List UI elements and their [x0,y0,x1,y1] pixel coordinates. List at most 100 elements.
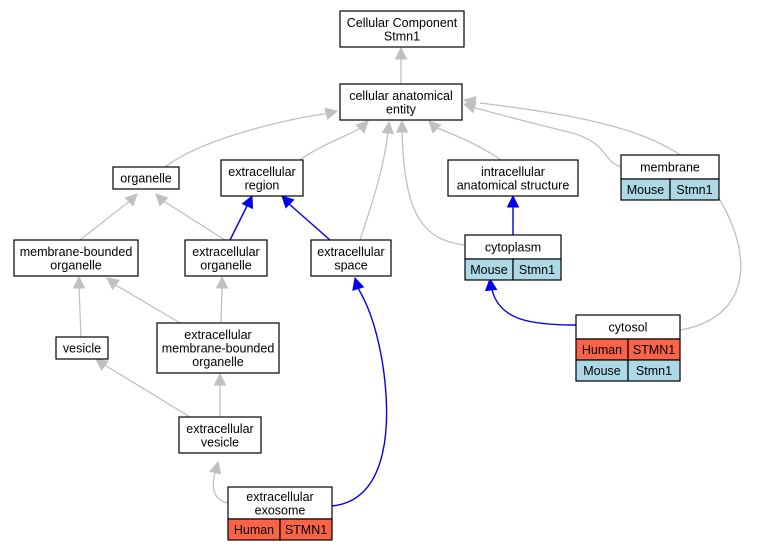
species-label: Human [582,343,622,357]
node-box [156,322,280,374]
edge-cae-to-root [394,46,408,84]
arrowhead [355,120,369,134]
node-box [184,239,268,277]
gene-cell: STMN1 [627,338,681,361]
species-cell: Mouse [464,258,514,281]
species-label: Mouse [627,183,665,197]
edge-exosome-to-ecvesicle [209,460,229,504]
node-label: membrane [640,161,700,175]
node-box [178,416,262,454]
species-cell: Mouse [575,359,629,382]
node-box [620,154,720,180]
arrowhead [428,120,442,134]
arrowhead [155,193,169,207]
node-label: extracellular [184,328,251,342]
node-label: organelle [50,258,101,272]
gene-label: STMN1 [633,343,675,357]
edge-ecvesicle-to-vesicle [95,358,191,418]
gene-cell: Stmn1 [669,178,720,201]
node-label: extracellular [192,245,259,259]
arrowhead [381,120,395,135]
edge-ecmbo-to-ecorganelle [215,275,229,324]
node-label: organelle [192,355,243,369]
node-box [310,239,392,277]
arrowhead [124,193,138,207]
node-label: extracellular [186,422,253,436]
arrowhead [506,194,520,208]
gene-label: Stmn1 [519,263,555,277]
gene-label: Stmn1 [676,183,712,197]
edge-cytosol-to-cytoplasm [484,277,577,326]
edge-exosome-to-ecspace [331,276,388,507]
node-label: membrane-bounded [20,245,133,259]
node-label: entity [386,102,417,116]
node-label: region [245,178,280,192]
node-box [112,166,180,190]
edge-ecvesicle-to-ecmbo [213,372,227,417]
edge-cytoplasm-to-intracellular [506,194,520,235]
node-label: Stmn1 [384,29,420,43]
edge-ecspace-to-ecregion [281,195,331,241]
graph-edges [72,46,742,507]
node-label: exosome [255,503,306,517]
species-cell: Mouse [620,178,671,201]
edge-intracellular-to-cae [428,120,502,161]
node-organelle[interactable]: organelle [112,166,180,190]
species-cell: Human [575,338,629,361]
node-box [447,159,579,197]
species-label: Human [234,523,274,537]
edge-cytoplasm-to-cae [395,119,466,246]
node-label: vesicle [201,435,239,449]
node-label: intracellular [481,165,545,179]
node-label: extracellular [246,490,313,504]
arrowhead [395,119,409,133]
gene-label: STMN1 [285,523,327,537]
node-label: membrane-bounded [162,342,275,356]
arrowhead [324,107,339,120]
species-cell: Human [227,518,281,541]
node-box [13,239,139,277]
node-label: cytoplasm [485,241,541,255]
node-vesicle[interactable]: vesicle [55,336,109,360]
node-box [339,10,465,48]
node-box [55,336,109,360]
arrowhead [72,275,86,289]
edge-ecmbo-to-mbo [106,277,181,324]
arrowhead [484,277,498,292]
arrowhead [213,372,227,386]
gene-cell: STMN1 [279,518,333,541]
node-box [220,159,304,197]
arrowhead [394,46,408,60]
edge-ecregion-to-cae [299,120,369,161]
node-label: vesicle [63,342,101,356]
gene-label: Stmn1 [636,364,672,378]
node-label: organelle [120,172,171,186]
node-box [464,234,562,260]
arrowhead [462,96,477,109]
node-label: extracellular [228,165,295,179]
edge-organelle-to-cae [164,107,339,168]
arrowhead [209,460,222,475]
node-label: space [334,258,367,272]
edge-cytosol-to-cae [462,96,742,331]
edge-ecspace-to-cae [359,120,395,241]
arrowhead [95,358,109,371]
arrowhead [215,275,229,289]
node-label: Cellular Component [347,16,458,30]
gene-cell: Stmn1 [512,258,562,281]
